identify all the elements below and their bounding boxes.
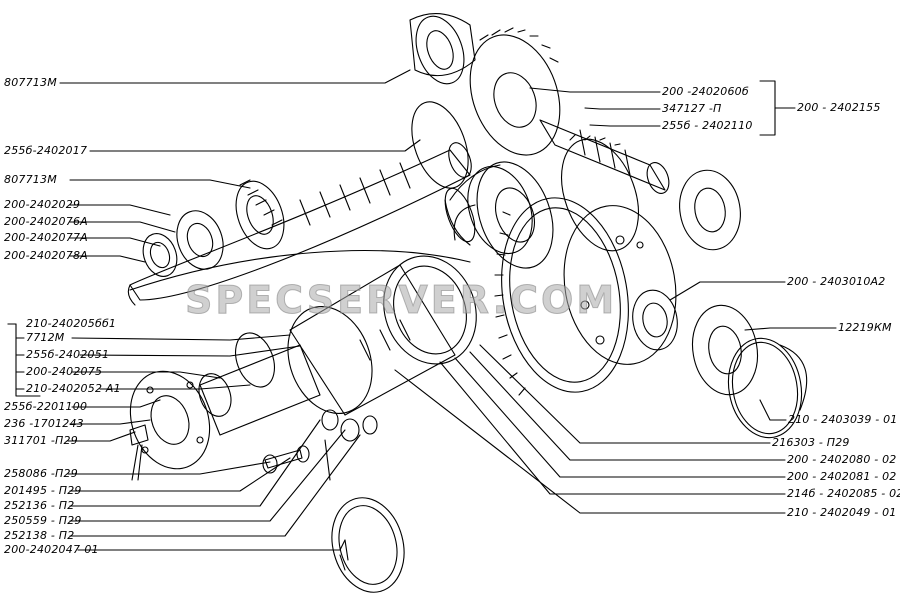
label-210-2402052a1: 210-2402052 А1 bbox=[26, 382, 121, 395]
label-200-2402060b: 200 -2402060б bbox=[662, 85, 749, 98]
label-236-1701243: 236 -1701243 bbox=[4, 417, 84, 430]
small-gear bbox=[444, 134, 639, 269]
watermark: SPECSERVER.COM bbox=[185, 278, 618, 323]
lower-drum bbox=[129, 250, 477, 416]
left-bearings bbox=[142, 179, 285, 277]
label-201495-p29: 201495 - П29 bbox=[4, 484, 82, 497]
fasteners bbox=[262, 409, 378, 481]
label-7712m: 7712M bbox=[26, 331, 65, 344]
label-250559-p29: 250559 - П29 bbox=[4, 514, 82, 527]
label-12219km: 12219КМ bbox=[838, 321, 892, 334]
label-255b-2402110: 255б - 2402110 bbox=[662, 119, 753, 132]
leader-lines-left bbox=[7, 69, 421, 551]
label-200-2402075: 200-2402075 bbox=[26, 365, 103, 378]
label-807713m: 807713M bbox=[4, 173, 57, 186]
label-214b-2402085-02: 214б - 2402085 - 02 bbox=[787, 487, 900, 500]
label-200-2402047-01: 200-2402047-01 bbox=[4, 543, 99, 556]
label-255b-2201100: 255б-2201100 bbox=[4, 400, 88, 413]
label-255b-2402051: 255б-2402051 bbox=[26, 348, 110, 361]
gasket bbox=[331, 497, 405, 593]
label-210-2403039-01: 210 - 2403039 - 01 bbox=[788, 413, 898, 426]
lower-shaft bbox=[129, 332, 321, 481]
label-210-2402049-01: 210 - 2402049 - 01 bbox=[787, 506, 897, 519]
label-258086-p29: 258086 -П29 bbox=[4, 467, 78, 480]
right-shaft bbox=[539, 119, 670, 194]
bevel-gear-top bbox=[409, 13, 561, 189]
label-252138-p2: 252138 - П2 bbox=[4, 529, 75, 542]
label-200-2402029: 200-2402029 bbox=[4, 198, 81, 211]
label-200-2402077a: 200-2402077А bbox=[4, 231, 88, 244]
label-347127-p: 347127 -П bbox=[662, 102, 722, 115]
upper-shaft bbox=[129, 142, 472, 301]
label-210-2402056b1: 210-240205бб1 bbox=[26, 317, 117, 330]
label-216303-p29: 216303 - П29 bbox=[772, 436, 850, 449]
label-255b-2402017: 255б-2402017 bbox=[4, 144, 88, 157]
snap-rings bbox=[127, 204, 808, 411]
label-252136-p2: 252136 - П2 bbox=[4, 499, 75, 512]
label-200-2402076a: 200-2402076А bbox=[4, 215, 88, 228]
label-200-2402080-02: 200 - 2402080 - 02 bbox=[787, 453, 897, 466]
label-200-2402081-02: 200 - 2402081 - 02 bbox=[787, 470, 897, 483]
label-200-2402078a: 200-2402078А bbox=[4, 249, 88, 262]
label-311701-p29: 311701 -П29 bbox=[4, 434, 78, 447]
ring-gear bbox=[494, 197, 678, 396]
label-200-2403010a2: 200 - 2403010А2 bbox=[787, 275, 886, 288]
label-200-2402155: 200 - 2402155 bbox=[797, 101, 881, 114]
leader-lines-right bbox=[394, 80, 837, 514]
label-807713m-top: 807713M bbox=[4, 76, 57, 89]
right-bearings bbox=[444, 165, 803, 439]
